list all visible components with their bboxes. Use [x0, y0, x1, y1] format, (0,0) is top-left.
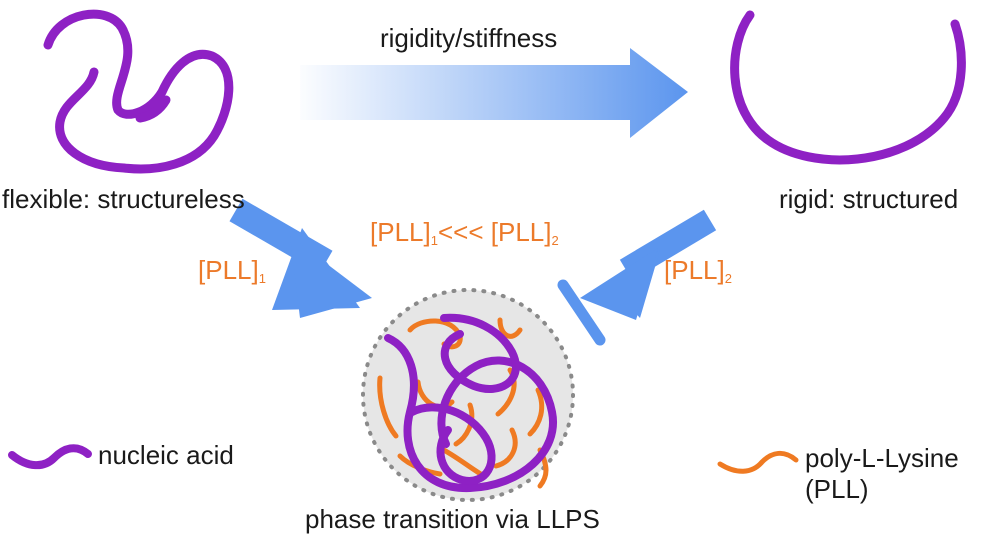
rigid-strand — [730, 10, 966, 165]
pll-2-label: [PLL]2 — [664, 255, 732, 286]
legend-pll-swatch — [717, 451, 799, 474]
phase-transition-label: phase transition via LLPS — [305, 504, 600, 534]
pll-sub-2: 2 — [551, 233, 559, 248]
droplet-nucleic-strands — [384, 313, 558, 493]
pll-1-label: [PLL]1 — [198, 255, 266, 286]
pll-1-sub: 1 — [258, 271, 266, 286]
llps-droplet — [361, 288, 575, 502]
legend-nucleic-acid-swatch — [8, 444, 92, 470]
rigidity-stiffness-label: rigidity/stiffness — [380, 23, 558, 53]
flexible-to-llps-arrow — [229, 198, 372, 318]
pll-text-2: [PLL] — [490, 217, 552, 247]
pll-sub-1: 1 — [430, 233, 438, 248]
rigid-label: rigid: structured — [779, 184, 959, 214]
flexible-strand-tail — [135, 95, 171, 123]
rigidity-arrow — [300, 48, 688, 138]
pll-comparison-label: [PLL]1<<< [PLL]2 — [370, 217, 559, 248]
rigid-to-llps-inhibit-arrow — [557, 209, 717, 346]
pll-1-text: [PLL] — [198, 255, 259, 285]
legend-nucleic-acid-label: nucleic acid — [98, 440, 234, 470]
flexible-strand — [43, 9, 234, 174]
pll-2-text: [PLL] — [664, 255, 725, 285]
pll-text-1: [PLL] — [370, 217, 431, 247]
flexible-label: flexible: structureless — [2, 184, 245, 214]
pll-compare-symbol: <<< — [437, 217, 484, 247]
pll-2-sub: 2 — [724, 271, 732, 286]
legend-pll-label-line2: (PLL) — [805, 474, 869, 504]
legend-pll-label-line1: poly-L-Lysine — [805, 443, 959, 473]
